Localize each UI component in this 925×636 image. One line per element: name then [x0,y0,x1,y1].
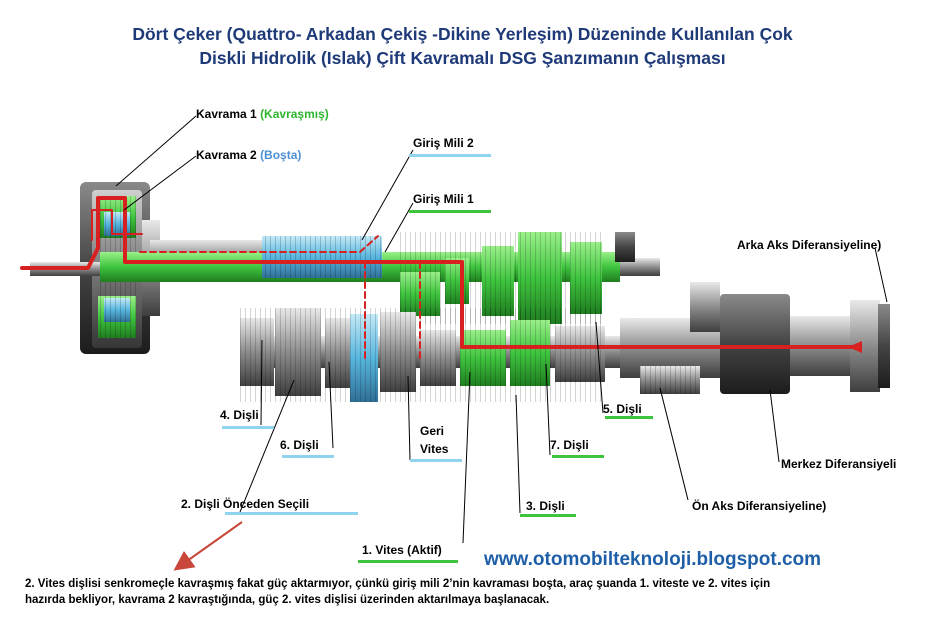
underline-reverse [410,459,462,462]
label-gear-6: 6. Dişli [280,438,319,452]
label-reverse: Geri Vites [420,424,448,457]
center-differential [620,282,890,394]
underline-gear-1-active [358,560,458,563]
underline-input-shaft-1 [409,210,491,213]
label-front-axle: Ön Aks Diferansiyeline) [692,499,827,513]
diagram-title: Dört Çeker (Quattro- Arkadan Çekiş -Diki… [0,22,925,70]
underline-gear-7 [552,455,604,458]
label-clutch-2-text: Kavrama 2 [196,148,257,162]
label-rear-axle: Arka Aks Diferansiyeline) [737,238,882,252]
note-line-2: hazırda bekliyor, kavrama 2 kavraştığınd… [25,594,550,606]
title-line-1: Dört Çeker (Quattro- Arkadan Çekiş -Diki… [132,24,793,44]
website-url: www.otomobilteknoloji.blogspot.com [484,549,822,570]
note-line-1: 2. Vites dişlisi senkromeçle kavraşmış f… [25,578,771,590]
label-clutch-1: Kavrama 1 (Kavraşmış) [196,107,329,122]
underline-gear-3 [520,514,576,517]
explanation-note: 2. Vites dişlisi senkromeçle kavraşmış f… [25,576,905,608]
label-center-differential: Merkez Diferansiyeli [781,457,897,471]
underline-gear-6 [282,455,334,458]
label-gear-4: 4. Dişli [220,408,259,422]
leader-lines [115,115,888,544]
title-line-2: Diskli Hidrolik (Islak) Çift Kavramalı D… [199,48,726,68]
label-clutch-1-state: (Kavraşmış) [260,107,329,121]
label-gear-3: 3. Dişli [526,499,565,513]
label-input-shaft-1: Giriş Mili 1 [413,192,474,206]
label-reverse-line-1: Geri [420,424,445,438]
label-reverse-line-2: Vites [420,442,449,456]
label-clutch-2: Kavrama 2 (Boşta) [196,148,301,163]
label-gear-5: 5. Dişli [603,402,642,416]
underline-gear-4 [222,426,274,429]
pointer-arrow [173,521,243,571]
underline-gear-2-preselected [225,512,358,515]
label-gear-2-preselected: 2. Dişli Önceden Seçili [181,497,310,511]
label-input-shaft-2: Giriş Mili 2 [413,136,474,150]
label-clutch-2-state: (Boşta) [260,148,302,162]
underline-input-shaft-2 [409,154,491,157]
power-flow-path [20,196,862,361]
label-gear-7: 7. Dişli [550,438,589,452]
underline-gear-5 [605,416,653,419]
label-gear-1-active: 1. Vites (Aktif) [362,543,442,557]
label-clutch-1-text: Kavrama 1 [196,107,257,121]
